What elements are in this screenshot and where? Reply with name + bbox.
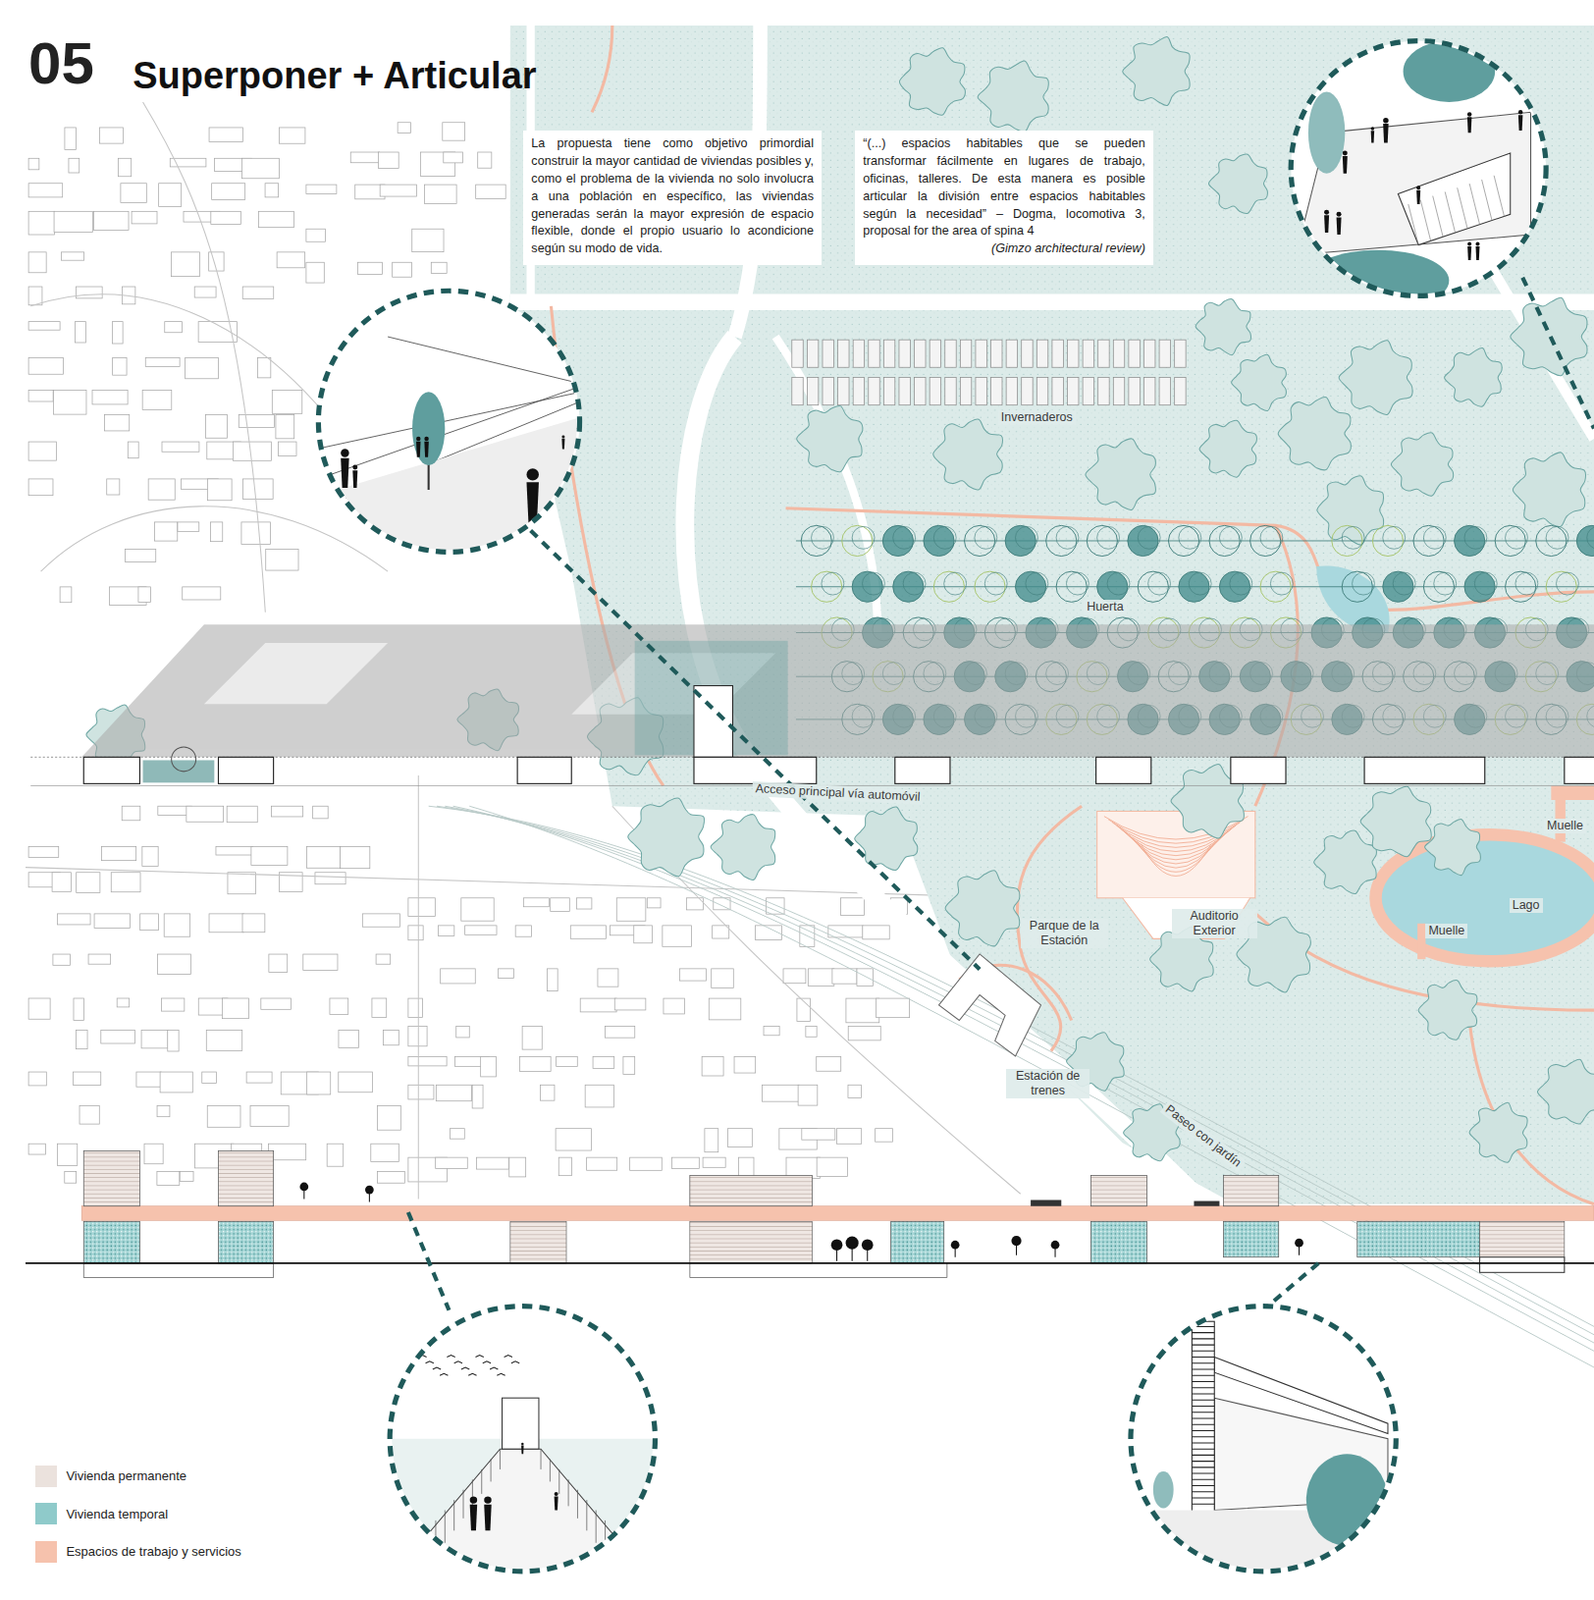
tree bbox=[1537, 1059, 1594, 1124]
legend-swatch bbox=[35, 1465, 57, 1488]
map-label: Parque de la Estación bbox=[1020, 918, 1109, 949]
paragraph: La propuesta tiene como objetivo primord… bbox=[531, 135, 814, 259]
map-label: Estación de trenes bbox=[1006, 1068, 1090, 1099]
board-number: 05 bbox=[28, 34, 95, 94]
tree bbox=[1425, 819, 1482, 876]
tree bbox=[1195, 299, 1251, 356]
section bbox=[25, 1151, 1594, 1278]
tree bbox=[1277, 396, 1351, 470]
tree bbox=[1469, 1102, 1528, 1163]
legend-swatch bbox=[35, 1502, 57, 1525]
tree bbox=[945, 870, 1020, 947]
legend-item: Vivienda temporal bbox=[35, 1502, 168, 1525]
legend-swatch bbox=[35, 1540, 57, 1563]
tree bbox=[1231, 354, 1287, 411]
legend-item: Vivienda permanente bbox=[35, 1465, 187, 1488]
tree bbox=[1444, 347, 1503, 407]
legend-text: Vivienda permanente bbox=[65, 1468, 187, 1484]
tree bbox=[1314, 830, 1378, 895]
greenhouses bbox=[792, 339, 1186, 406]
text-box: “(...) espacios habitables que se pueden… bbox=[854, 130, 1154, 266]
vignette bbox=[1132, 1321, 1398, 1582]
citation: (Gimzo architectural review) bbox=[862, 240, 1146, 259]
map-label: Lago bbox=[1509, 898, 1543, 913]
tree bbox=[1512, 452, 1586, 528]
tree bbox=[854, 806, 918, 871]
tree bbox=[899, 48, 965, 116]
tree bbox=[1122, 37, 1190, 107]
tree bbox=[1360, 786, 1432, 857]
tree bbox=[1338, 340, 1413, 416]
map-label: Auditorio Exterior bbox=[1171, 908, 1258, 939]
map-label: Huerta bbox=[1083, 599, 1127, 615]
tree bbox=[977, 60, 1049, 132]
vignette bbox=[316, 336, 577, 572]
legend-text: Espacios de trabajo y servicios bbox=[65, 1543, 241, 1559]
vignette bbox=[387, 1355, 664, 1600]
map-label: Muelle bbox=[1425, 923, 1468, 939]
tree bbox=[797, 405, 863, 473]
map-label: Invernaderos bbox=[998, 410, 1076, 426]
text-box: La propuesta tiene como objetivo primord… bbox=[523, 130, 822, 266]
legend-text: Vivienda temporal bbox=[65, 1506, 168, 1522]
legend-item: Espacios de trabajo y servicios bbox=[35, 1540, 241, 1563]
vignette bbox=[1295, 41, 1531, 312]
tree bbox=[1418, 980, 1478, 1041]
tree bbox=[1390, 432, 1453, 496]
tree bbox=[1199, 420, 1257, 478]
tree bbox=[710, 814, 776, 881]
tree bbox=[1085, 438, 1157, 511]
map-label: Muelle bbox=[1543, 818, 1587, 834]
tree bbox=[628, 797, 705, 877]
tree bbox=[1209, 154, 1269, 214]
tree bbox=[1510, 297, 1588, 376]
paragraph: “(...) espacios habitables que se pueden… bbox=[862, 135, 1146, 241]
tree bbox=[933, 419, 1004, 490]
board-title: Superponer + Articular bbox=[132, 54, 536, 98]
